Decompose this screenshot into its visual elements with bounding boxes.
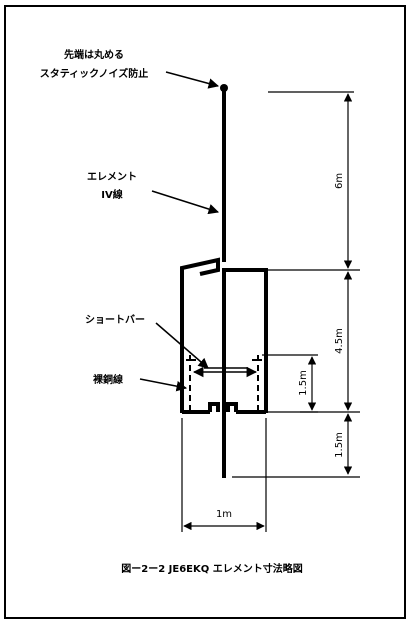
bare-wire-label: 裸銅線: [93, 373, 123, 386]
dim-upper-6m: 6m: [334, 173, 345, 189]
dim-width-1m: 1m: [216, 509, 232, 520]
element-label-line2: IV線: [101, 188, 122, 201]
element-label-line1: エレメント: [87, 171, 137, 183]
diagram-frame: [4, 5, 406, 619]
dimension-lines: [181, 91, 360, 532]
tip-label-line1: 先端は丸める: [64, 48, 124, 61]
dim-lower-1-5m: 1.5m: [334, 432, 345, 458]
short-bar-label: ショートバー: [85, 314, 145, 326]
pointer-arrows: [139, 71, 220, 392]
top-element-wire: [220, 84, 228, 262]
tip-label-line2: スタティックノイズ防止: [40, 67, 149, 80]
element-structure: [180, 257, 268, 414]
dim-inner-1-5m: 1.5m: [298, 370, 309, 396]
figure-caption: 図ー2ー2 JE6EKQ エレメント寸法略図: [121, 562, 302, 575]
rounded-tip: [220, 84, 228, 92]
bare-copper-wire: [186, 355, 262, 412]
dim-middle-4-5m: 4.5m: [334, 328, 345, 354]
